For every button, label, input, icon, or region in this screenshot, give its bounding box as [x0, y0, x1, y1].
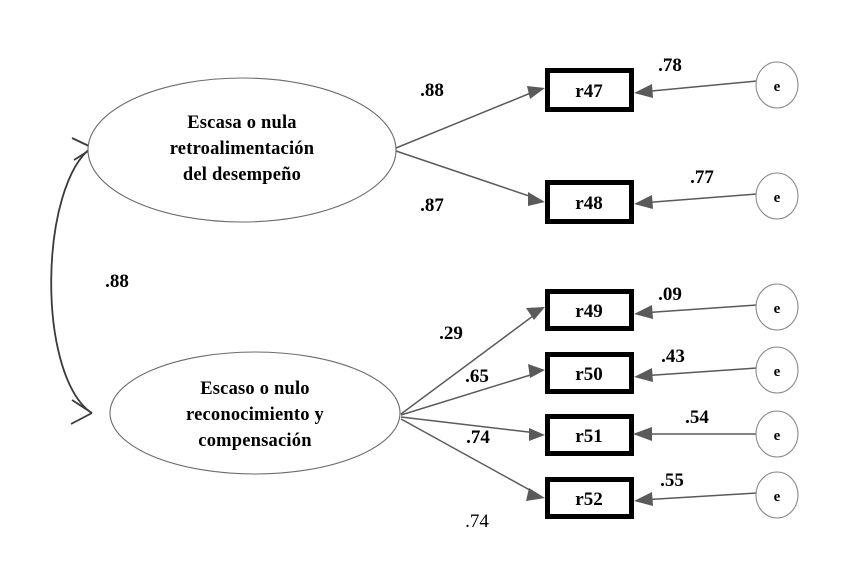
error-value-r47: .78	[658, 55, 682, 76]
loading-arrowhead-r50	[528, 364, 545, 378]
error-value-r49: .09	[658, 284, 682, 305]
loading-arrowhead-r49	[526, 307, 545, 320]
loading-value-r50: .65	[465, 366, 489, 387]
latent-factor-2-line-1: Escaso o nulo	[200, 379, 310, 399]
indicator-r47-fill	[550, 73, 629, 107]
loading-path-r47	[395, 89, 539, 149]
indicator-r47-label: r47	[575, 81, 603, 102]
indicator-r48-label: r48	[575, 193, 602, 214]
latent-factor-2-line-3: compensación	[198, 431, 312, 451]
error-ellipse-r47[interactable]	[755, 61, 799, 109]
latent-factor-2-line-2: reconocimiento y	[186, 405, 325, 425]
error-term-r50-group[interactable]: e .43	[634, 346, 799, 394]
loading-arrowhead-r47	[527, 86, 545, 99]
error-label-r47: e	[774, 79, 781, 95]
latent-factor-1-line-1: Escasa o nula	[187, 113, 297, 133]
latent-factor-1-line-2: retroalimentación	[170, 139, 315, 159]
error-label-r48: e	[774, 190, 781, 206]
loading-path-r48	[395, 150, 539, 200]
error-term-r49-group[interactable]: e .09	[634, 283, 799, 331]
loading-arrowhead-r52	[526, 488, 545, 501]
loading-arrowhead-r48	[528, 192, 545, 206]
error-value-r48: .77	[690, 167, 714, 188]
covariance-arc	[50, 146, 93, 413]
loading-path-r51	[400, 416, 538, 434]
latent-factor-2-group[interactable]: Escaso o nulo reconocimiento y compensac…	[109, 351, 401, 475]
loading-path-r52	[400, 418, 538, 495]
indicator-r51-group[interactable]: r51	[545, 414, 634, 456]
indicator-r49-label: r49	[575, 301, 602, 322]
covariance-value-label: .88	[105, 271, 129, 292]
indicator-r52-label: r52	[575, 489, 602, 510]
error-ellipse-r50[interactable]	[755, 346, 799, 394]
error-arrowhead-r52	[634, 492, 653, 506]
loading-value-r51: .74	[466, 427, 490, 448]
loading-path-r50	[400, 372, 538, 416]
loading-path-r48-group: .87	[395, 150, 545, 216]
error-arrowhead-r47	[634, 84, 653, 98]
error-arrowhead-r51	[633, 427, 652, 441]
error-arrowhead-r48	[634, 195, 653, 209]
error-label-r51: e	[774, 428, 781, 444]
loading-value-r52: .74	[465, 511, 489, 532]
error-path-r52	[640, 492, 758, 501]
covariance-arrowhead-bottom	[70, 399, 93, 425]
loading-arrowhead-r51	[529, 428, 545, 441]
error-label-r50: e	[774, 364, 781, 380]
error-label-r49: e	[774, 301, 781, 317]
loading-path-r51-group: .74	[400, 416, 545, 448]
error-term-r47-group[interactable]: e .78	[634, 55, 799, 109]
indicator-r50-fill	[550, 357, 629, 389]
error-value-r50: .43	[661, 346, 685, 367]
error-arrowhead-r50	[634, 368, 653, 382]
error-value-r51: .54	[685, 407, 709, 428]
error-ellipse-r52[interactable]	[755, 471, 799, 519]
error-path-r48	[640, 193, 758, 204]
loading-path-r49	[400, 312, 538, 415]
indicator-r50-label: r50	[575, 364, 602, 385]
error-path-r47	[640, 80, 758, 93]
error-ellipse-r48[interactable]	[755, 172, 799, 220]
indicator-r49-group[interactable]: r49	[545, 289, 634, 331]
loading-value-r47: .88	[420, 80, 444, 101]
loading-value-r49: .29	[439, 323, 463, 344]
indicator-r51-fill	[550, 419, 629, 451]
error-ellipse-r51[interactable]	[755, 410, 799, 458]
error-term-r48-group[interactable]: e .77	[634, 167, 799, 220]
error-term-r51-group[interactable]: e .54	[633, 407, 799, 458]
indicator-r47-group[interactable]: r47	[545, 68, 634, 112]
covariance-arc-group: .88	[50, 137, 129, 425]
indicator-r49-fill	[550, 294, 629, 326]
indicator-r50-group[interactable]: r50	[545, 352, 634, 394]
indicator-r52-fill	[550, 482, 629, 514]
error-term-r52-group[interactable]: e .55	[634, 470, 799, 519]
loading-path-r52-group: .74	[400, 418, 545, 532]
latent-factor-1-line-3: del desempeño	[183, 165, 301, 185]
error-label-r52: e	[774, 489, 781, 505]
latent-factor-2-ellipse[interactable]	[109, 351, 401, 475]
error-arrowhead-r49	[634, 305, 653, 319]
indicator-r52-group[interactable]: r52	[545, 477, 634, 519]
error-value-r52: .55	[660, 470, 684, 491]
error-path-r49	[640, 304, 758, 314]
indicator-r48-fill	[550, 185, 629, 219]
loading-path-r47-group: .88	[395, 80, 545, 149]
indicator-r51-label: r51	[575, 426, 602, 447]
indicator-r48-group[interactable]: r48	[545, 180, 634, 224]
error-path-r50	[640, 367, 758, 377]
loading-value-r48: .87	[420, 195, 444, 216]
loading-path-r50-group: .65	[400, 364, 545, 416]
error-ellipse-r49[interactable]	[755, 283, 799, 331]
latent-factor-1-group[interactable]: Escasa o nula retroalimentación del dese…	[87, 77, 397, 223]
loading-path-r49-group: .29	[400, 307, 545, 415]
latent-factor-1-ellipse[interactable]	[87, 77, 397, 223]
